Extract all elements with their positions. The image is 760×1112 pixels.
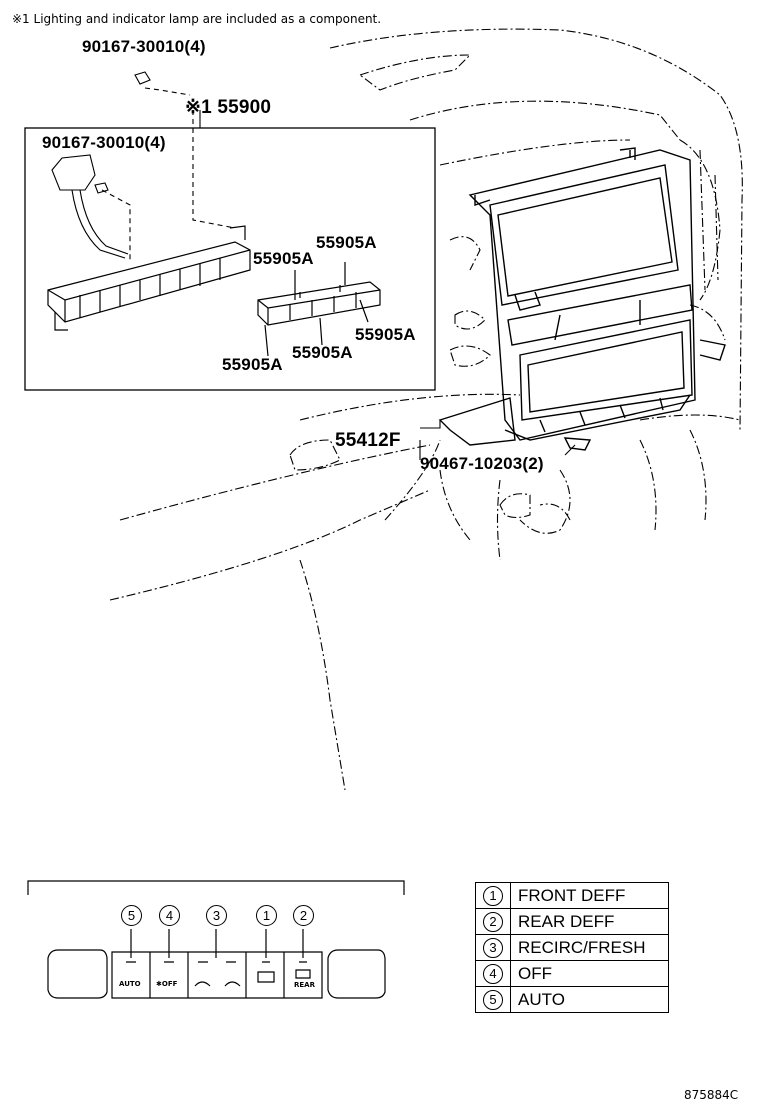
center-bezel: [438, 147, 726, 451]
legend-number: 4: [483, 964, 503, 984]
legend-number: 2: [483, 912, 503, 932]
diagram-code: 875884C: [684, 1088, 739, 1102]
part-number-bulb-4: 55905A: [292, 343, 353, 362]
legend-label: OFF: [510, 960, 669, 987]
part-number-bulb-5: 55905A: [222, 355, 283, 374]
legend-number: 3: [483, 938, 503, 958]
part-number-assembly: ※1 55900: [185, 97, 272, 118]
legend-table: 1 FRONT DEFF 2 REAR DEFF 3 RECIRC/FRESH …: [475, 882, 669, 1013]
part-number-bulb-3: 55905A: [355, 325, 416, 344]
legend-number: 5: [483, 990, 503, 1010]
callout-front-deff: 1: [256, 905, 277, 926]
auto-button-label: AUTO: [119, 980, 141, 988]
part-number-clip: 90467-10203(2): [420, 454, 544, 473]
legend-label: FRONT DEFF: [510, 882, 669, 909]
legend-row: 1 FRONT DEFF: [475, 882, 669, 909]
connector: [51, 154, 96, 191]
dashboard-outline: [109, 28, 743, 791]
callout-auto: 5: [121, 905, 142, 926]
callout-recirc: 3: [206, 905, 227, 926]
legend-row: 5 AUTO: [475, 986, 669, 1013]
legend-label: RECIRC/FRESH: [510, 934, 669, 961]
part-number-bulb-1: 55905A: [316, 233, 377, 252]
component-note: ※1 Lighting and indicator lamp are inclu…: [12, 12, 382, 26]
callout-off: 4: [159, 905, 180, 926]
legend-label: AUTO: [510, 986, 669, 1013]
switch-module: [47, 225, 251, 331]
off-button-label: ✱OFF: [156, 980, 178, 988]
switch-panel-drawing: [27, 880, 405, 999]
bulb-sockets: [257, 262, 381, 357]
detail-frame: [24, 127, 436, 391]
legend-row: 4 OFF: [475, 960, 669, 987]
part-number-screw-inner: 90167-30010(4): [42, 133, 166, 152]
legend-number: 1: [483, 886, 503, 906]
legend-label: REAR DEFF: [510, 908, 669, 935]
part-number-panel: 55412F: [335, 430, 401, 451]
legend-row: 2 REAR DEFF: [475, 908, 669, 935]
rear-button-label: REAR: [294, 981, 315, 989]
legend-row: 3 RECIRC/FRESH: [475, 934, 669, 961]
callout-rear-deff: 2: [293, 905, 314, 926]
part-number-screw-top: 90167-30010(4): [82, 37, 206, 56]
part-number-bulb-2: 55905A: [253, 249, 314, 268]
